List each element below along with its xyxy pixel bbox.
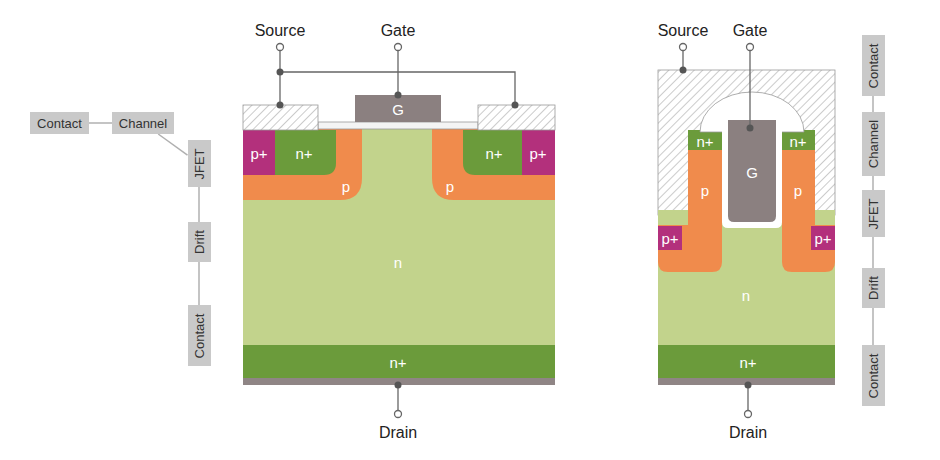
region-tag-text: Channel [119, 117, 167, 130]
region-tag-text: JFET [867, 198, 880, 229]
region-tag: Contact [30, 112, 89, 134]
region-label: n [742, 288, 750, 303]
tag-connector [872, 176, 874, 190]
tag-connector [89, 122, 112, 124]
region-tag: Drift [188, 222, 211, 262]
region-tag: Drift [862, 268, 885, 308]
region-tag: JFET [188, 140, 211, 187]
region-label: p [701, 183, 709, 198]
region-label: n [394, 255, 402, 270]
region-tag: Channel [112, 112, 174, 134]
region-tag-text: Contact [193, 313, 206, 358]
region-tag-text: Drift [193, 230, 206, 254]
tag-connector [158, 134, 187, 155]
region-label: p+ [250, 146, 267, 161]
region-label: Source [658, 23, 709, 39]
region-label: Drain [379, 425, 417, 441]
tag-connector [872, 308, 874, 345]
region-tag-text: Contact [867, 353, 880, 398]
region-tag-text: Contact [37, 117, 82, 130]
region-label: p+ [661, 231, 678, 246]
region-tag-text: JFET [193, 148, 206, 179]
region-label: n+ [295, 146, 312, 161]
region-label: n+ [389, 355, 406, 370]
region-tag: Contact [862, 35, 885, 96]
region-label: n+ [696, 134, 713, 149]
tag-connector [872, 237, 874, 268]
region-label: n+ [789, 134, 806, 149]
region-label: G [392, 102, 404, 117]
region-label: G [746, 165, 758, 180]
region-tag-text: Contact [867, 43, 880, 88]
region-tag-text: Channel [867, 120, 880, 168]
region-label: Source [255, 23, 306, 39]
region-label: p+ [814, 231, 831, 246]
region-label: p [794, 183, 802, 198]
tag-connector [872, 96, 874, 112]
region-label: n+ [739, 355, 756, 370]
region-tag: JFET [862, 190, 885, 237]
region-label: p [342, 179, 350, 194]
tag-connector [198, 262, 200, 305]
region-tag: Contact [862, 345, 885, 406]
tag-connector [198, 187, 200, 222]
region-label: p [446, 179, 454, 194]
region-tag: Contact [188, 305, 211, 366]
region-label: Gate [381, 23, 416, 39]
region-tag-text: Drift [867, 276, 880, 300]
region-label: p+ [529, 146, 546, 161]
region-label: Gate [733, 23, 768, 39]
region-label: Drain [729, 425, 767, 441]
region-label: n+ [485, 146, 502, 161]
region-tag: Channel [862, 112, 885, 176]
